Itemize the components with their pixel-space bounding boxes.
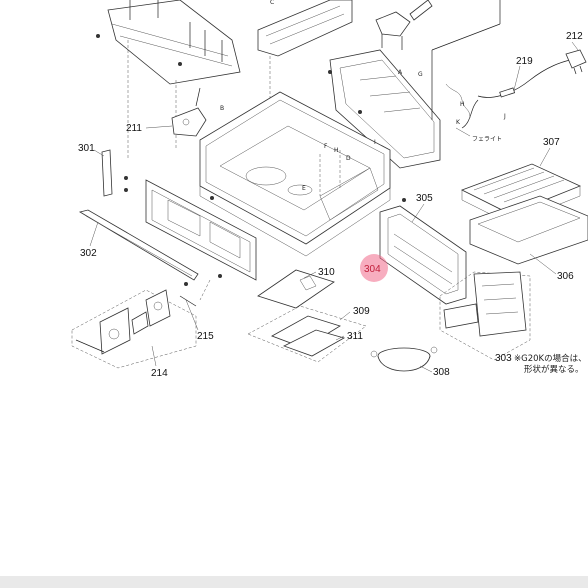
right-side-panel: A G xyxy=(328,0,501,169)
label-211: 211 xyxy=(126,123,142,134)
part-301-panel: 301 xyxy=(78,143,128,197)
label-309: 309 xyxy=(353,306,370,317)
note-line-1: ※G20Kの場合は、 xyxy=(514,353,587,364)
letter-c: C xyxy=(270,0,274,6)
letter-d: D xyxy=(346,155,351,162)
manuals-group: 310 309 311 xyxy=(247,267,370,363)
letter-i: I xyxy=(374,139,376,146)
letter-k: K xyxy=(456,119,461,126)
label-215: 215 xyxy=(197,331,214,342)
highlight-dot xyxy=(360,254,388,282)
top-rail-bracket xyxy=(96,0,241,160)
label-306: 306 xyxy=(557,271,574,282)
label-310: 310 xyxy=(318,267,335,278)
power-cord-assembly: H K J フェライト 212 219 xyxy=(445,31,587,143)
part-304-highlight[interactable]: 304 xyxy=(360,254,388,282)
switch-assembly xyxy=(375,0,433,50)
label-302: 302 xyxy=(80,248,97,259)
label-308: 308 xyxy=(433,367,450,378)
part-302-rail: 302 xyxy=(78,209,199,281)
letter-h2: H xyxy=(460,101,465,108)
part-303-panel: 303 ※G20Kの場合は、 形状が異なる。 xyxy=(439,271,587,375)
bottom-scroll-strip xyxy=(0,576,588,588)
part-214-terminal: 215 214 xyxy=(71,282,214,379)
letter-g: G xyxy=(418,71,423,78)
label-301: 301 xyxy=(78,143,95,154)
part-308-bowl: 308 xyxy=(370,346,450,378)
label-311: 311 xyxy=(347,331,363,342)
part-305-door: 305 xyxy=(379,193,467,305)
front-frame xyxy=(145,179,257,281)
part-306-tray: 306 xyxy=(469,195,588,282)
label-304: 304 xyxy=(364,264,381,275)
letter-f: F xyxy=(324,143,328,150)
label-305: 305 xyxy=(416,193,433,204)
letter-h: H xyxy=(334,147,339,154)
main-chassis: F H D E B I xyxy=(199,91,406,257)
part-211-clamp: 211 xyxy=(126,87,207,137)
label-303: 303 xyxy=(495,353,512,364)
letter-a: A xyxy=(398,69,403,76)
part-307-rack: 307 xyxy=(460,137,582,225)
label-307: 307 xyxy=(543,137,560,148)
letter-e: E xyxy=(302,185,306,192)
ferrite-label: フェライト xyxy=(472,136,502,143)
letter-j: J xyxy=(503,113,506,120)
label-212: 212 xyxy=(566,31,583,42)
letter-b: B xyxy=(220,105,224,112)
note-line-2: 形状が異なる。 xyxy=(524,364,584,375)
label-219: 219 xyxy=(516,56,533,67)
label-214: 214 xyxy=(151,368,168,379)
